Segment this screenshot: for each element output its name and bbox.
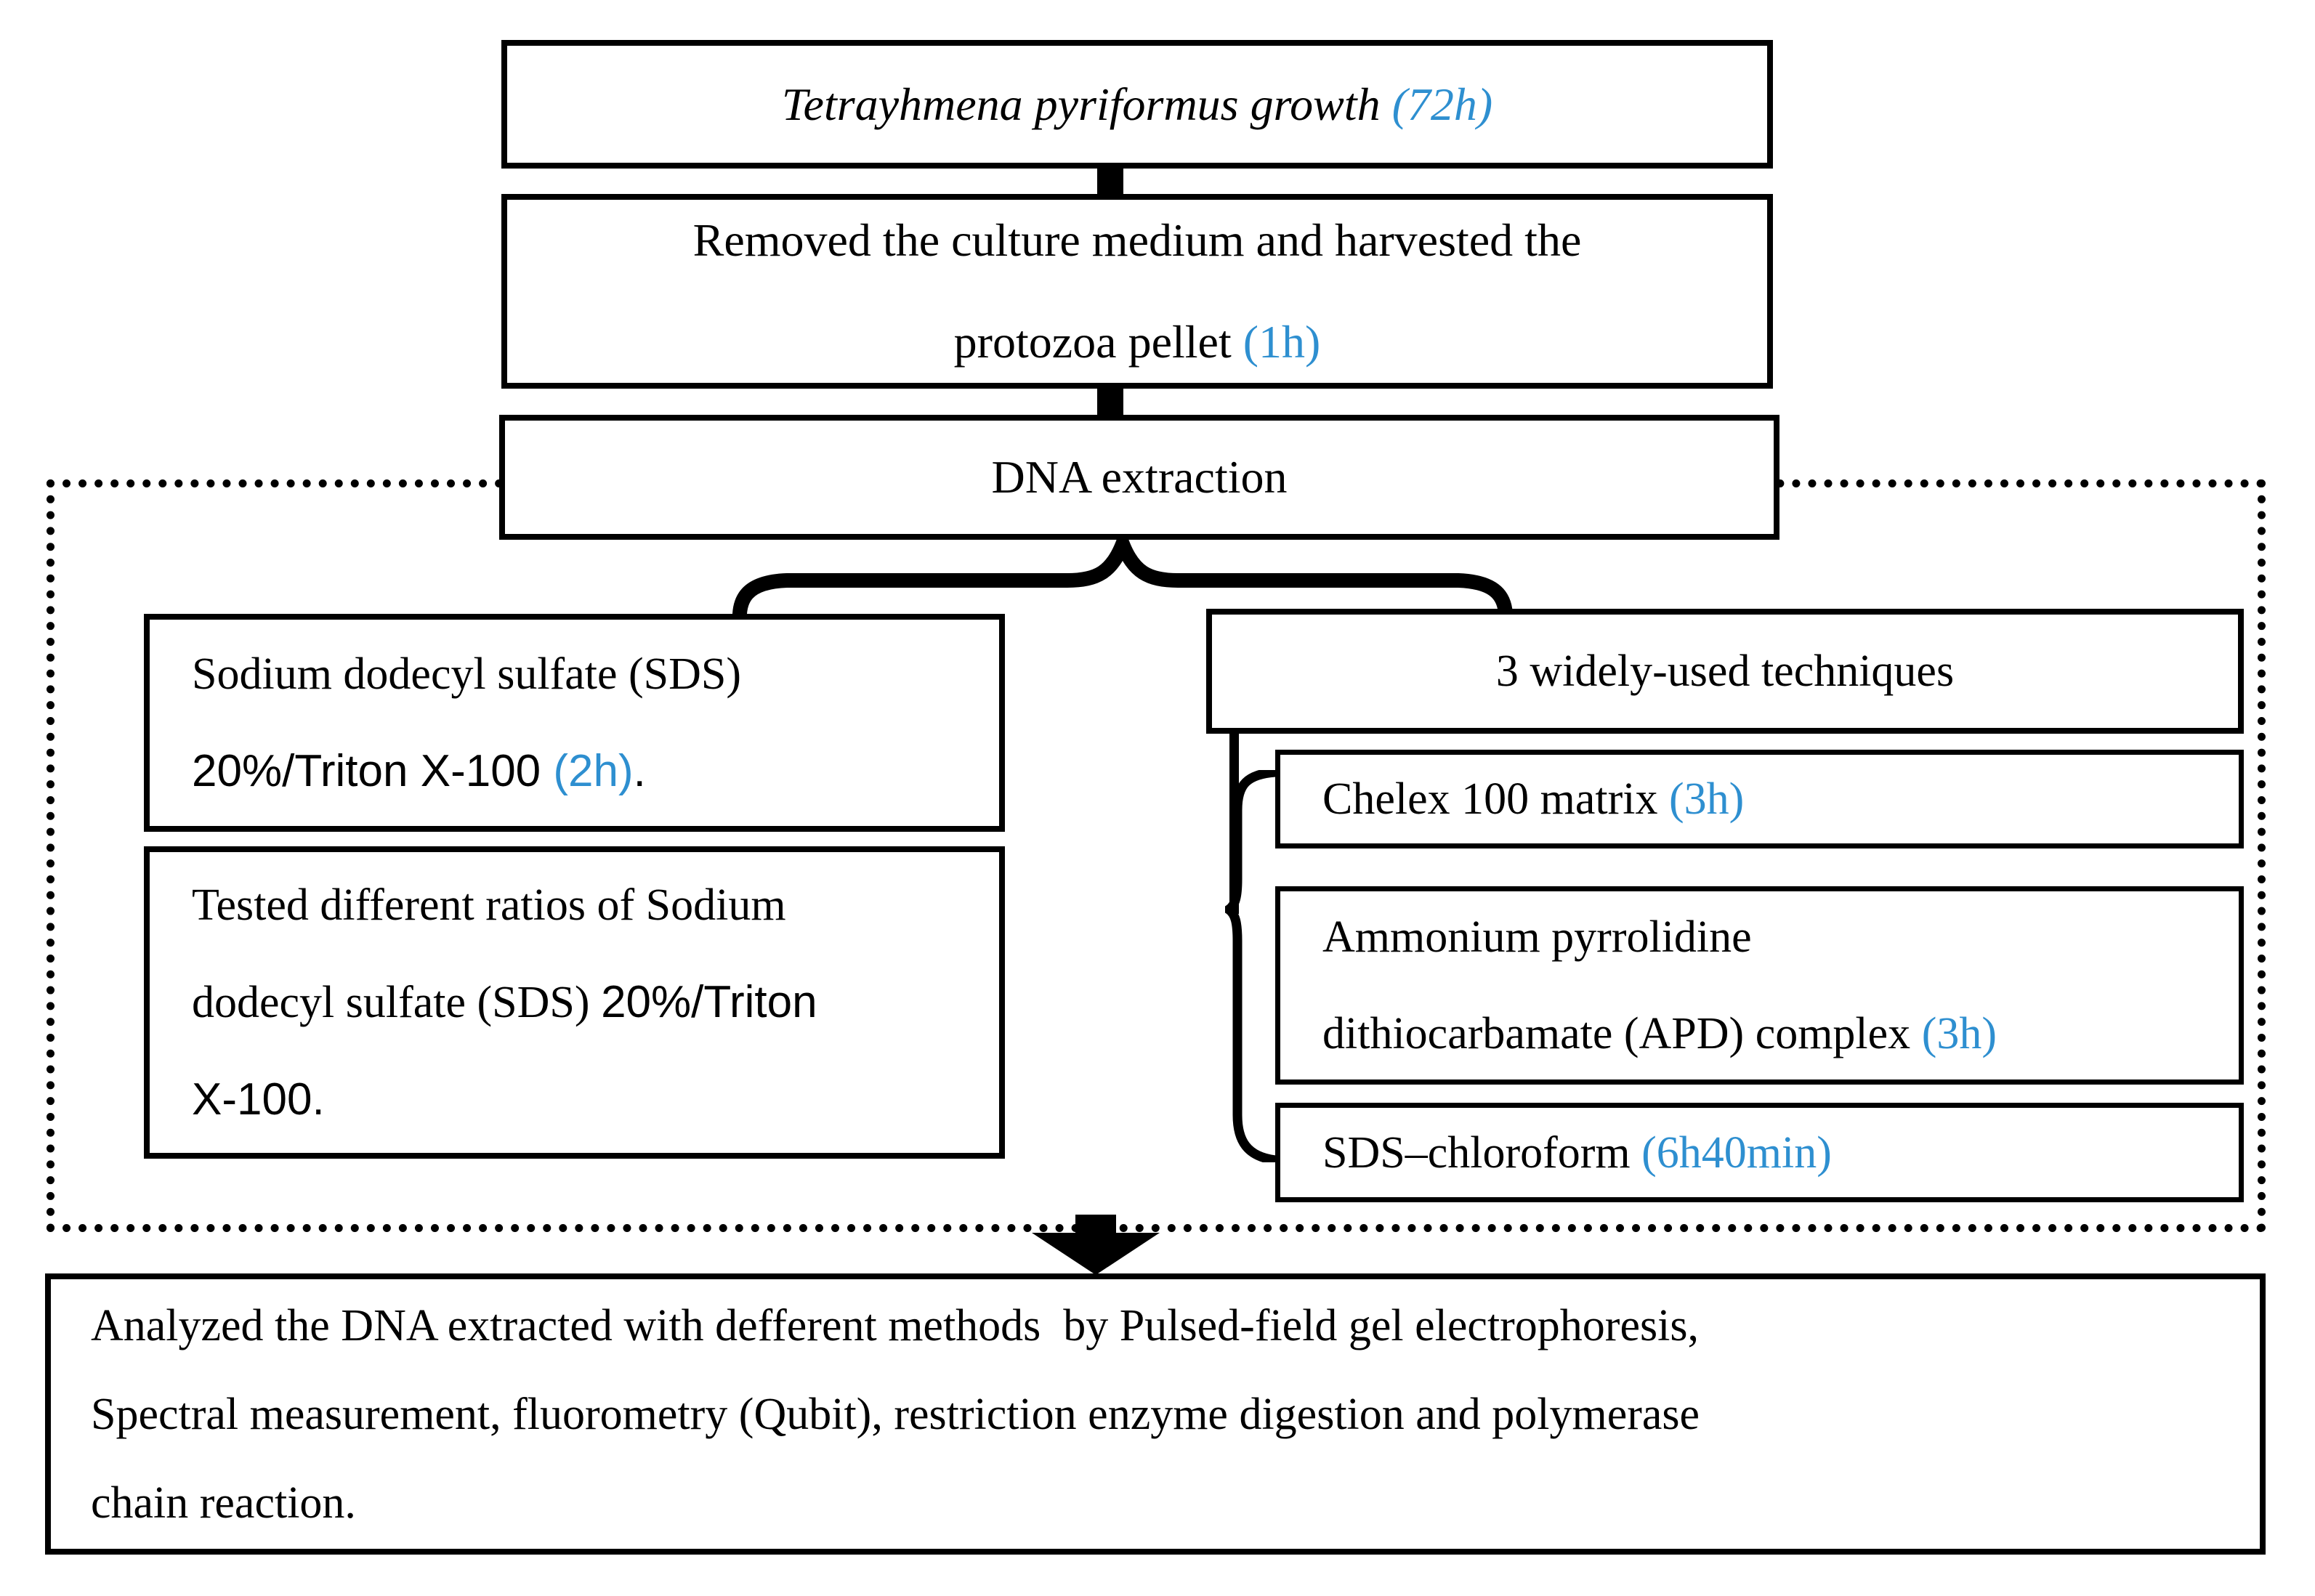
split-brace-icon (732, 540, 1514, 631)
sds-chloroform-box: SDS–chloroform (6h40min) (1275, 1103, 2244, 1202)
label-text: DNA extraction (991, 451, 1288, 503)
techniques-drop-line (1229, 732, 1239, 914)
label-text: chain reaction. (91, 1478, 356, 1528)
text-line: chain reaction. (91, 1459, 356, 1547)
duration-text: (72h) (1391, 78, 1493, 130)
tested-ratios-box: Tested different ratios of Sodium dodecyl… (144, 846, 1005, 1159)
connector-harvest-extraction (1097, 386, 1123, 417)
text-line: dithiocarbamate (APD) complex (3h) (1322, 986, 1997, 1082)
duration-text: (2h) (553, 746, 634, 796)
label-text: Spectral measurement, fluorometry (Qubit… (91, 1389, 1700, 1439)
label-text: dodecyl sulfate (SDS) (192, 978, 602, 1027)
down-arrow-icon (1032, 1233, 1160, 1275)
duration-text: (3h) (1668, 774, 1745, 824)
label-text: Chelex 100 matrix (1322, 774, 1669, 824)
text-line: Spectral measurement, fluorometry (Qubit… (91, 1370, 1700, 1459)
apd-box: Ammonium pyrrolidine dithiocarbamate (APD… (1275, 886, 2244, 1085)
label-text: Sodium dodecyl sulfate (SDS) (192, 649, 741, 699)
label-text: X-100. (192, 1074, 325, 1125)
text-line: Sodium dodecyl sulfate (SDS) (192, 625, 741, 723)
label-text: Analyzed the DNA extracted with defferen… (91, 1300, 1699, 1350)
duration-text: (1h) (1243, 316, 1321, 368)
label-text: Ammonium pyrrolidine (1322, 912, 1752, 962)
duration-text: (3h) (1921, 1008, 1997, 1058)
text-line: DNA extraction (992, 429, 1288, 526)
text-line: dodecyl sulfate (SDS) 20%/Triton (192, 954, 817, 1051)
text-line: Chelex 100 matrix (3h) (1322, 750, 1744, 848)
connector-growth-harvest (1097, 166, 1123, 196)
text-line: protozoa pellet (1h) (954, 291, 1321, 393)
dna-extraction-box: DNA extraction (499, 415, 1779, 540)
label-text: 20%/Triton (601, 977, 817, 1027)
text-line: Ammonium pyrrolidine (1322, 889, 1752, 986)
duration-text: (6h40min) (1641, 1127, 1832, 1178)
text-line: X-100. (192, 1051, 325, 1149)
text-line: Removed the culture medium and harvested… (693, 190, 1582, 291)
label-text: SDS–chloroform (1322, 1127, 1642, 1178)
label-text: Tetrayhmena pyriformus growth (781, 78, 1392, 130)
label-text: Removed the culture medium and harvested… (692, 214, 1582, 266)
techniques-box: 3 widely-used techniques (1206, 609, 2244, 734)
text-line: Analyzed the DNA extracted with defferen… (91, 1281, 1699, 1370)
text-line: SDS–chloroform (6h40min) (1322, 1104, 1832, 1202)
text-line: 20%/Triton X-100 (2h). (192, 723, 646, 820)
text-line: Tetrayhmena pyriformus growth (72h) (782, 56, 1492, 153)
label-text: 3 widely-used techniques (1495, 647, 1955, 696)
label-text: protozoa pellet (953, 316, 1243, 368)
text-line: Tested different ratios of Sodium (192, 856, 786, 954)
label-text: dithiocarbamate (APD) complex (1322, 1008, 1922, 1058)
growth-box: Tetrayhmena pyriformus growth (72h) (501, 40, 1773, 169)
label-text: . (633, 746, 646, 796)
label-text: 20%/Triton X-100 (192, 746, 554, 796)
analysis-box: Analyzed the DNA extracted with defferen… (45, 1273, 2266, 1555)
techniques-brace-icon (1225, 770, 1279, 1162)
chelex-box: Chelex 100 matrix (3h) (1275, 750, 2244, 848)
sds-triton-box: Sodium dodecyl sulfate (SDS) 20%/Triton X… (144, 614, 1005, 832)
text-line: 3 widely-used techniques (1496, 623, 1954, 720)
label-text: Tested different ratios of Sodium (192, 880, 786, 930)
harvest-box: Removed the culture medium and harvested… (501, 194, 1773, 389)
